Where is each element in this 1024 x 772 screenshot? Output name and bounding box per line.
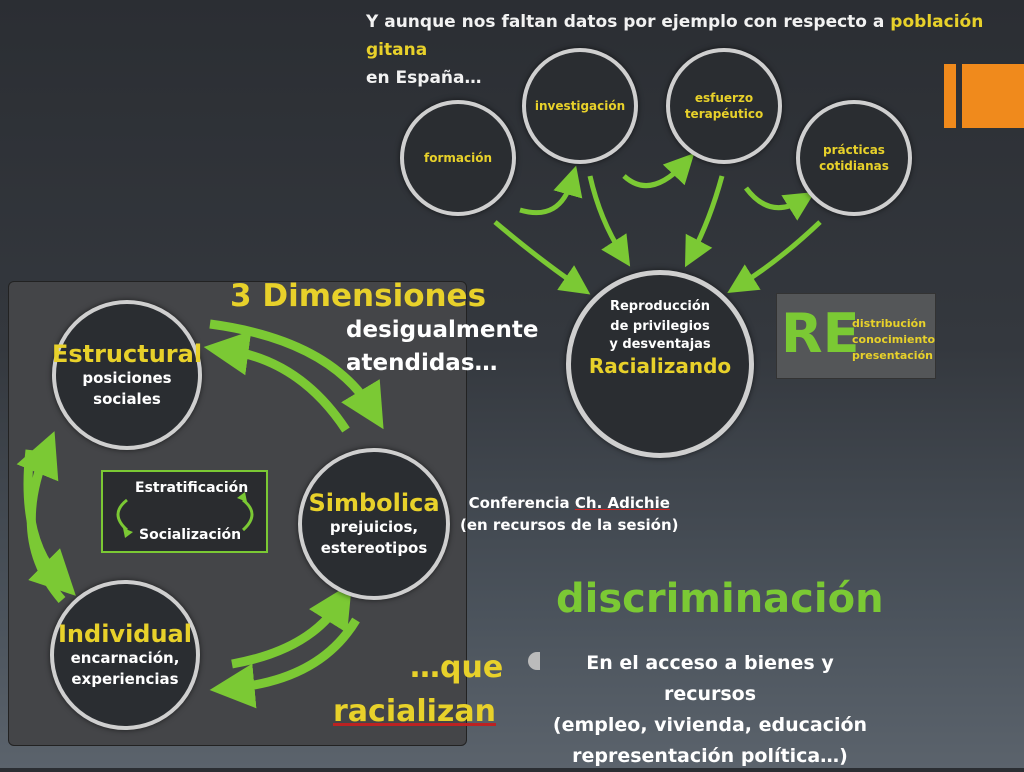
individual-head: Individual xyxy=(58,620,192,648)
center-head: Racializando xyxy=(588,354,732,378)
circle-practicas: prácticas cotidianas xyxy=(796,100,912,216)
circle-individual: Individual encarnación, experiencias xyxy=(50,580,200,730)
individual-sub2: experiencias xyxy=(71,670,179,688)
arrow-practicas-center xyxy=(727,220,822,293)
conference-note: Conferencia Ch. Adichie (en recursos de … xyxy=(460,492,678,536)
orange-bar-thin xyxy=(944,64,956,128)
center-line1: Reproducción xyxy=(609,299,711,314)
intro-highlight: población gitana xyxy=(366,12,984,60)
dimensions-sub1: desigualmente xyxy=(346,317,539,343)
dimensions-sub2: atendidas… xyxy=(346,350,498,376)
center-line2: de privilegios xyxy=(610,319,710,334)
dimensions-subtitle: desigualmente atendidas… xyxy=(346,314,538,380)
arrow-investigacion-center xyxy=(587,175,631,267)
conference-speaker: Ch. Adichie xyxy=(574,494,670,512)
circle-racializando: Reproducción de privilegios y desventaja… xyxy=(566,270,754,458)
simbolica-head: Simbolica xyxy=(308,489,440,517)
circle-investigacion: investigación xyxy=(522,48,638,164)
simbolica-sub1: prejuicios, xyxy=(329,518,419,536)
disc-line3: representación política…) xyxy=(572,745,848,767)
circle-esfuerzo: esfuerzo terapéutico xyxy=(666,48,782,164)
circle-formacion: formación xyxy=(400,100,516,216)
disc-line1: En el acceso a bienes y recursos xyxy=(586,652,834,705)
panel-arrows xyxy=(16,319,384,709)
simbolica-sub2: estereotipos xyxy=(320,539,428,557)
intro-text-before: Y aunque nos faltan datos por ejemplo co… xyxy=(366,12,891,32)
bullet-icon xyxy=(528,652,540,670)
estructural-head: Estructural xyxy=(51,340,203,368)
circle-simbolica: Simbolica prejuicios, estereotipos xyxy=(298,448,450,600)
box-cycle-arrows xyxy=(116,492,254,538)
re-item: conocimiento xyxy=(852,333,936,346)
estructural-sub2: sociales xyxy=(93,390,161,408)
box-top-label: Estratificación xyxy=(135,480,249,496)
top-arrows xyxy=(493,153,822,295)
arrow-curve-2 xyxy=(622,153,695,188)
stratification-box: Estratificación Socialización xyxy=(101,470,268,553)
circle-investigacion-label: investigación xyxy=(534,99,626,113)
individual-sub1: encarnación, xyxy=(70,649,180,667)
arrow-individual-simbolica xyxy=(231,582,352,669)
circle-formacion-label: formación xyxy=(424,151,492,165)
center-line3: y desventajas xyxy=(609,337,711,352)
orange-bar-block xyxy=(962,64,1024,128)
arrow-simbolica-individual xyxy=(209,617,360,709)
re-box: RE distribución conocimiento presentació… xyxy=(776,293,936,379)
estructural-sub1: posiciones xyxy=(82,369,172,387)
arrow-estructural-simbolica xyxy=(209,319,384,430)
arrow-curve-3 xyxy=(744,186,815,221)
racializan-text: racializan xyxy=(333,694,496,729)
re-list: distribución conocimiento presentación xyxy=(852,316,935,364)
circle-estructural: Estructural posiciones sociales xyxy=(52,300,202,450)
que-text: …que xyxy=(410,650,504,685)
circle-practicas-label: prácticas cotidianas xyxy=(819,143,889,173)
re-item: distribución xyxy=(852,317,927,330)
arrow-simbolica-estructural xyxy=(203,330,350,433)
re-big-text: RE xyxy=(781,302,860,365)
conference-prefix: Conferencia xyxy=(468,494,575,512)
disc-line2: (empleo, vivienda, educación xyxy=(552,714,868,736)
arrow-esfuerzo-center xyxy=(684,175,725,268)
discriminacion-title: discriminación xyxy=(556,576,884,622)
circle-esfuerzo-label: esfuerzo terapéutico xyxy=(684,91,764,121)
arrow-formacion-center xyxy=(493,220,591,295)
arrow-curve-1 xyxy=(519,165,583,216)
intro-text: Y aunque nos faltan datos por ejemplo co… xyxy=(366,8,1016,92)
re-item: presentación xyxy=(852,349,933,362)
dimensions-title: 3 Dimensiones xyxy=(230,278,487,314)
intro-text-after: en España… xyxy=(366,68,482,88)
conference-line2: (en recursos de la sesión) xyxy=(460,516,679,534)
discriminacion-text: En el acceso a bienes y recursos (empleo… xyxy=(540,648,880,772)
arrow-individual-estructural xyxy=(16,431,66,603)
box-bottom-label: Socialización xyxy=(139,527,242,543)
